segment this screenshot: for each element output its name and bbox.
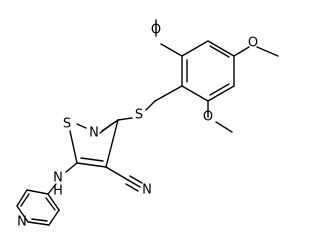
chemical-structure-diagram: O O O S N S N N H N bbox=[16, 19, 279, 228]
atom-sulfur-bridge: S bbox=[135, 108, 143, 123]
atom-methoxy-o-bottom: O bbox=[203, 110, 213, 125]
atom-nitrile-n: N bbox=[142, 183, 152, 198]
atom-amine-n: N bbox=[53, 171, 63, 186]
atom-amine-h: H bbox=[53, 184, 63, 199]
methoxy-groups bbox=[155, 19, 279, 133]
atom-isothiazole-s: S bbox=[63, 117, 71, 132]
amine-linkage bbox=[47, 162, 78, 195]
pyridine-ring bbox=[16, 189, 60, 226]
atom-isothiazole-n: N bbox=[89, 126, 99, 141]
atom-methoxy-o-top: O bbox=[151, 23, 161, 38]
atom-methoxy-o-right: O bbox=[248, 36, 258, 51]
nitrile-group bbox=[105, 166, 143, 192]
trimethoxyphenyl-ring bbox=[181, 40, 235, 102]
benzyl-thio-linkage bbox=[117, 85, 183, 121]
isothiazole-ring bbox=[69, 119, 119, 168]
atom-pyridine-n: N bbox=[17, 215, 27, 228]
